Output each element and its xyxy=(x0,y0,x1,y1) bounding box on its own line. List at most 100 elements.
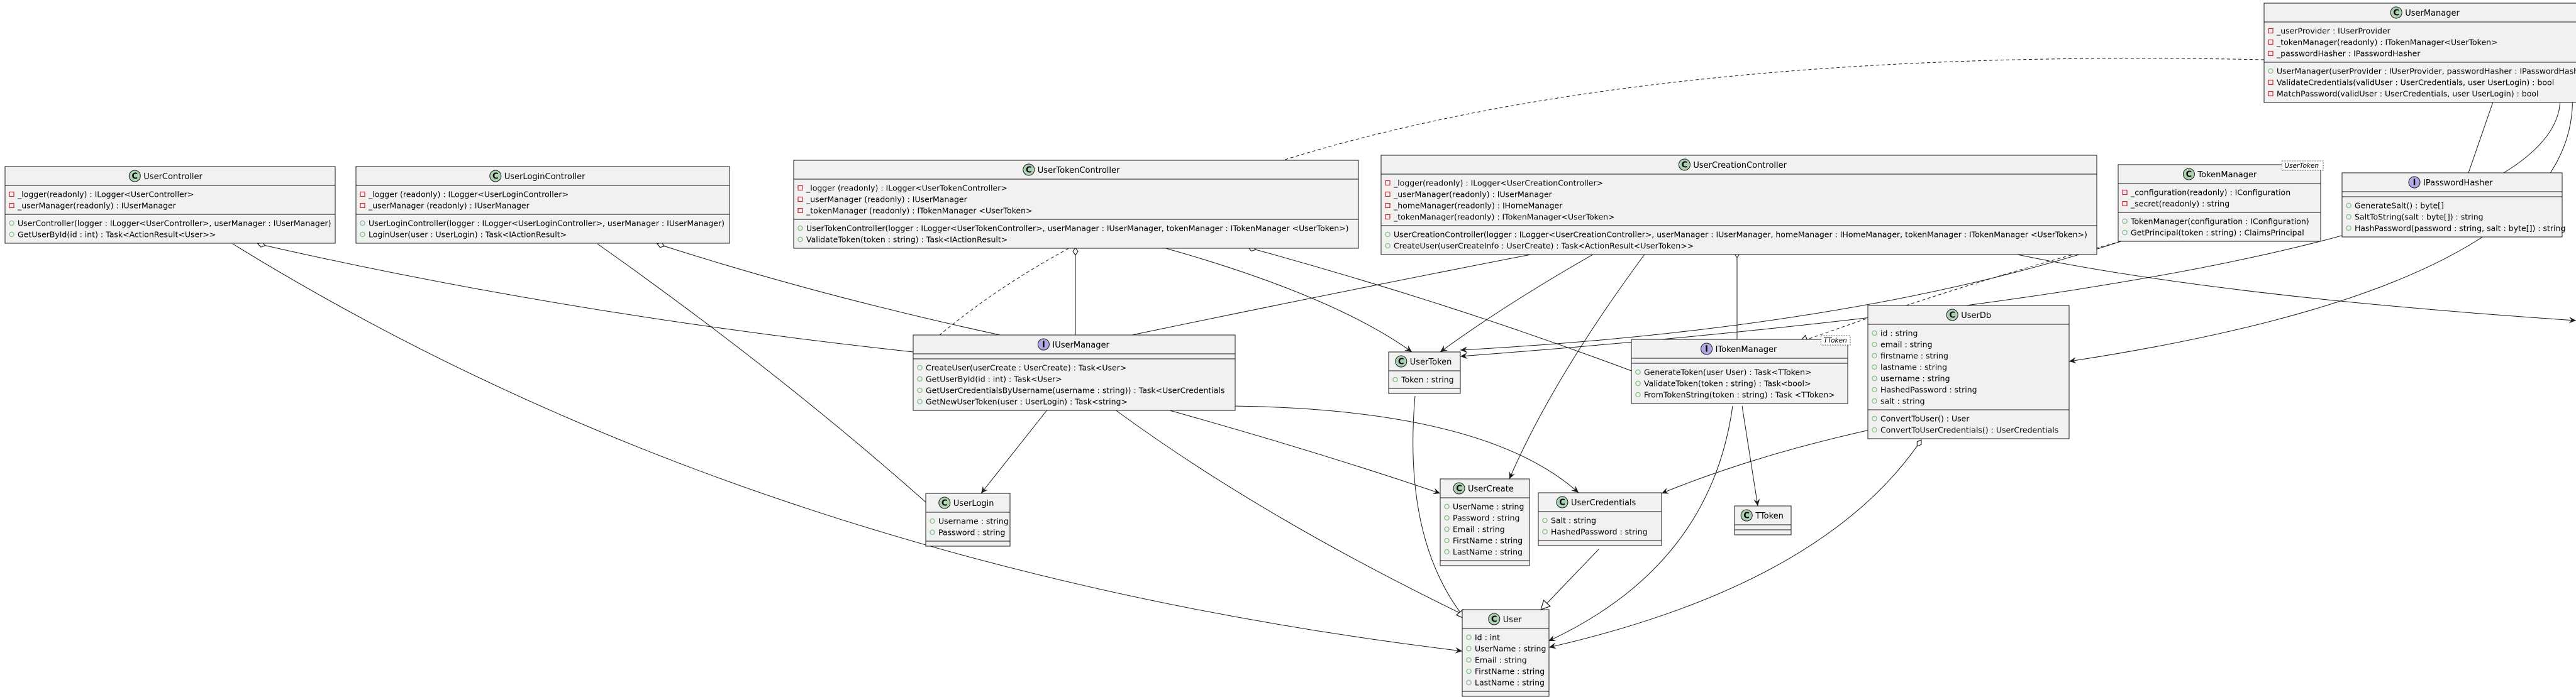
class-badge-icon xyxy=(938,497,951,509)
badge-letter: I xyxy=(1705,345,1708,354)
private-marker-icon xyxy=(1385,180,1391,186)
public-marker-icon xyxy=(2346,214,2351,220)
badge-letter: C xyxy=(1559,498,1565,508)
public-marker-icon xyxy=(2346,202,2351,209)
public-marker-icon xyxy=(2122,218,2128,224)
class-box xyxy=(2263,3,2576,103)
public-marker-icon xyxy=(1872,330,1877,336)
public-marker-icon xyxy=(1466,679,1472,686)
public-marker-icon xyxy=(1444,549,1450,555)
private-marker-icon xyxy=(2268,28,2273,34)
field: UserName : string xyxy=(1453,502,1524,511)
private-marker-icon xyxy=(2268,79,2273,85)
field: HashedPassword : string xyxy=(1551,527,1648,536)
method: GetUserById(id : int) : Task<User> xyxy=(926,374,1062,383)
private-marker-icon xyxy=(9,202,14,209)
class-name: UserCreationController xyxy=(1693,161,1787,170)
class-box xyxy=(4,166,336,244)
method: ValidateToken(token : string) : Task<IAc… xyxy=(806,234,1008,244)
public-marker-icon xyxy=(9,231,14,238)
public-marker-icon xyxy=(1635,392,1641,398)
relation-aggregation xyxy=(1248,246,1632,371)
class-name: UserLoginController xyxy=(504,172,586,182)
method: GetUserCredentialsByUsername(username : … xyxy=(926,385,1224,395)
relation-association xyxy=(980,405,1051,494)
method: TokenManager(configuration : IConfigurat… xyxy=(2130,216,2309,226)
field: lastname : string xyxy=(1880,362,1947,371)
type-parameter-box xyxy=(2281,160,2324,171)
class-box xyxy=(355,166,730,244)
public-marker-icon xyxy=(1872,387,1877,393)
public-marker-icon xyxy=(917,376,923,382)
field: _tokenManager (readonly) : ITokenManager… xyxy=(806,206,1033,215)
public-marker-icon xyxy=(1385,231,1391,238)
method: HashPassword(password : string, salt : b… xyxy=(2355,223,2565,233)
relation-association xyxy=(2068,91,2573,364)
class-name: TToken xyxy=(1755,512,1784,521)
relation-realization xyxy=(1799,228,2170,343)
class-badge-icon xyxy=(489,170,502,182)
class-badge-icon xyxy=(1556,496,1568,508)
class-usercreationcontroller[interactable]: UserCreationControllerC_logger(readonly)… xyxy=(1380,155,2097,255)
relation-association xyxy=(1163,247,1413,353)
badge-letter: C xyxy=(1456,485,1462,494)
field: LastName : string xyxy=(1453,547,1523,556)
class-box xyxy=(2341,172,2563,238)
public-marker-icon xyxy=(1466,657,1472,663)
field: _logger(readonly) : ILogger<UserControll… xyxy=(17,189,194,199)
method: MatchPassword(validUser : UserCredential… xyxy=(2277,89,2538,98)
public-marker-icon xyxy=(2268,68,2273,74)
field: _tokenManager(readonly) : ITokenManager<… xyxy=(2276,37,2498,47)
public-marker-icon xyxy=(1872,341,1877,348)
method: UserManager(userProvider : IUserProvider… xyxy=(2277,66,2576,75)
field: _userManager(readonly) : IUserManager xyxy=(17,200,177,210)
class-badge-icon xyxy=(1678,158,1690,171)
relation-aggregation xyxy=(1996,248,2576,324)
private-marker-icon xyxy=(797,207,803,214)
method: GetNewUserToken(user : UserLogin) : Task… xyxy=(926,397,1128,406)
method: LoginUser(user : UserLogin) : Task<IActi… xyxy=(369,229,567,239)
class-name: TokenManager xyxy=(2197,170,2257,180)
method: FromTokenString(token : string) : Task <… xyxy=(1644,390,1835,399)
method: ConvertToUserCredentials() : UserCredent… xyxy=(1880,425,2058,434)
badge-letter: C xyxy=(1682,161,1688,170)
relation-aggregation xyxy=(657,242,1001,336)
class-badge-icon xyxy=(128,170,141,182)
badge-letter: I xyxy=(1042,341,1045,350)
public-marker-icon xyxy=(1444,526,1450,532)
method: CreateUser(userCreate : UserCreate) : Ta… xyxy=(926,363,1126,372)
public-marker-icon xyxy=(797,225,803,231)
public-marker-icon xyxy=(1872,375,1877,381)
public-marker-icon xyxy=(1444,515,1450,521)
field: FirstName : string xyxy=(1475,666,1545,676)
relation-aggregation xyxy=(257,241,914,353)
field: FirstName : string xyxy=(1453,535,1523,545)
public-marker-icon xyxy=(1542,517,1548,524)
public-marker-icon xyxy=(917,365,923,371)
field: Id : int xyxy=(1475,632,1500,642)
method: SaltToString(salt : byte[]) : string xyxy=(2355,212,2484,221)
private-marker-icon xyxy=(2268,50,2273,57)
method: GenerateToken(user User) : Task<TToken> xyxy=(1644,367,1812,376)
class-box xyxy=(2118,164,2321,242)
field: _logger (readonly) : ILogger<UserTokenCo… xyxy=(806,183,1008,192)
field: _userManager(readonly) : IUserManager xyxy=(1393,189,1553,199)
private-marker-icon xyxy=(797,196,803,202)
class-tokenmanager[interactable]: TokenManagerCUserToken_configuration(rea… xyxy=(2118,160,2324,242)
class-name: ITokenManager xyxy=(1716,345,1777,354)
relation-association xyxy=(1188,405,1579,493)
